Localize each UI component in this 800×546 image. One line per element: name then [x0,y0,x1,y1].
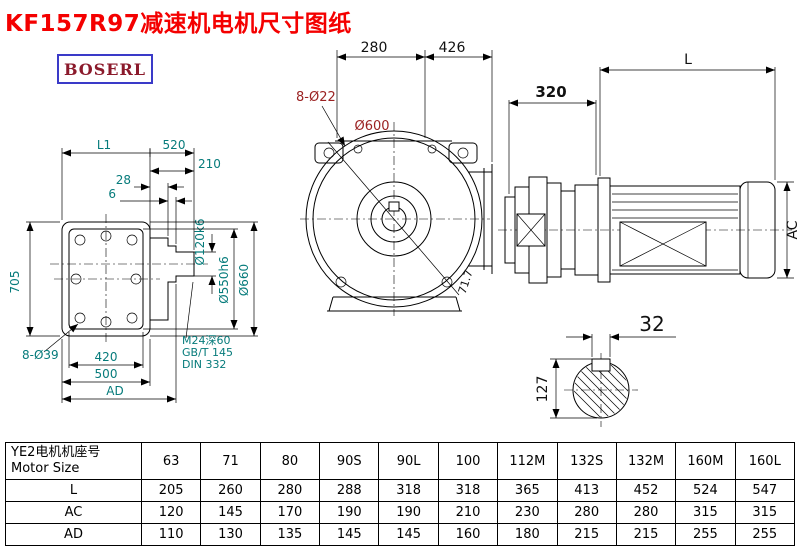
value-cell: 365 [497,479,558,502]
motor-size-header-cell: YE2电机机座号 Motor Size [5,442,142,480]
value-cell: 190 [378,501,439,524]
value-cell: 145 [378,523,439,546]
dim-210: 210 [198,157,221,171]
size-header-cell: 160M [675,442,736,480]
value-cell: 315 [675,501,736,524]
fan-cover [739,181,776,279]
value-cell: 318 [378,479,439,502]
value-cell: 120 [140,501,202,524]
table-header-cn: YE2电机机座号 [11,445,101,460]
dim-320: 320 [535,83,566,101]
value-cell: 160 [437,523,499,546]
dim-dia-600: Ø600 [354,119,389,134]
dim-280: 280 [361,40,388,56]
size-header-cell: 132M [615,442,677,480]
value-cell: 190 [319,501,380,524]
table-row: AD 110 130 135 145 145 160 180 215 215 2… [5,523,796,546]
value-cell: 260 [200,479,261,502]
size-header-cell: 71 [200,442,261,480]
size-header-cell: 132S [556,442,617,480]
value-cell: 318 [437,479,499,502]
value-cell: 170 [259,501,321,524]
motor-view: 320 L AC [498,52,800,284]
value-cell: 280 [615,501,677,524]
tap-note-2: GB/T 145 [182,346,233,359]
value-cell: 145 [319,523,380,546]
value-cell: 135 [259,523,321,546]
value-cell: 180 [497,523,558,546]
value-cell: 280 [259,479,321,502]
value-cell: 145 [200,501,261,524]
dim-32: 32 [639,312,664,336]
value-cell: 315 [734,501,796,524]
value-cell: 524 [675,479,736,502]
keyway-notch [388,201,400,212]
motor-size-table: YE2电机机座号 Motor Size 63 71 80 90S 90L 100… [5,442,796,546]
dim-500: 500 [95,367,118,381]
dim-shaft-dia: Ø120k6 [193,219,207,266]
brand-text: BOSERL [63,59,147,79]
value-cell: 215 [615,523,677,546]
value-cell: 547 [734,479,796,502]
size-header-cell: 100 [437,442,499,480]
size-header-cell: 160L [734,442,796,480]
dim-ac: AC [785,220,800,239]
tap-note-1: M24深60 [182,334,231,347]
dim-705: 705 [8,271,22,294]
dim-28: 28 [116,173,131,187]
left-view: L1 520 210 28 6 705 420 500 AD 8-Ø39 [8,138,258,403]
table-header-row: YE2电机机座号 Motor Size 63 71 80 90S 90L 100… [5,442,796,480]
dim-420: 420 [95,350,118,364]
value-cell: 255 [734,523,796,546]
size-header-cell: 80 [259,442,321,480]
dia-leader-line [327,141,460,296]
shaft-section-view: 32 127 [535,312,676,427]
label-8-d39-holes: 8-Ø39 [22,348,59,362]
row-label-cell: AC [5,501,142,524]
size-header-cell: 90S [319,442,380,480]
value-cell: 452 [615,479,677,502]
size-header-cell: 90L [378,442,439,480]
housing-circle [305,130,483,308]
tap-note-3: DIN 332 [182,358,226,371]
value-cell: 210 [437,501,499,524]
value-cell: 205 [140,479,202,502]
dim-520: 520 [163,138,186,152]
brand-logo: BOSERL [57,54,153,84]
dim-l: L [684,52,692,68]
table-row: L 205 260 280 288 318 318 365 413 452 52… [5,479,796,502]
dim-426: 426 [439,40,466,56]
value-cell: 110 [140,523,202,546]
dim-flange-dia: Ø660 [237,264,251,296]
value-cell: 130 [200,523,261,546]
value-cell: 280 [556,501,617,524]
value-cell: 413 [556,479,617,502]
value-cell: 288 [319,479,380,502]
gearbox-body-profile [150,237,195,321]
row-label-cell: AD [5,523,142,546]
technical-drawing: L1 520 210 28 6 705 420 500 AD 8-Ø39 [8,40,800,427]
table-header-en: Motor Size [11,461,80,476]
table-row: AC 120 145 170 190 190 210 230 280 280 3… [5,501,796,524]
shaft-keyway [591,358,611,372]
front-view: Ø600 71.7 280 426 8-Ø22 [296,40,493,316]
value-cell: 255 [675,523,736,546]
size-header-cell: 63 [140,442,202,480]
dim-l1: L1 [97,138,111,152]
page-title: KF157R97减速机电机尺寸图纸 [5,11,352,37]
dim-ad: AD [106,384,123,398]
label-8-d22-holes: 8-Ø22 [296,90,336,105]
dim-6: 6 [108,187,116,201]
dim-angle: 71.7 [456,268,476,295]
value-cell: 215 [556,523,617,546]
row-label-cell: L [5,479,142,502]
dim-spigot-dia: Ø550h6 [217,256,231,304]
size-header-cell: 112M [497,442,558,480]
flange-outline [61,221,151,337]
dim-127: 127 [535,376,551,403]
value-cell: 230 [497,501,558,524]
